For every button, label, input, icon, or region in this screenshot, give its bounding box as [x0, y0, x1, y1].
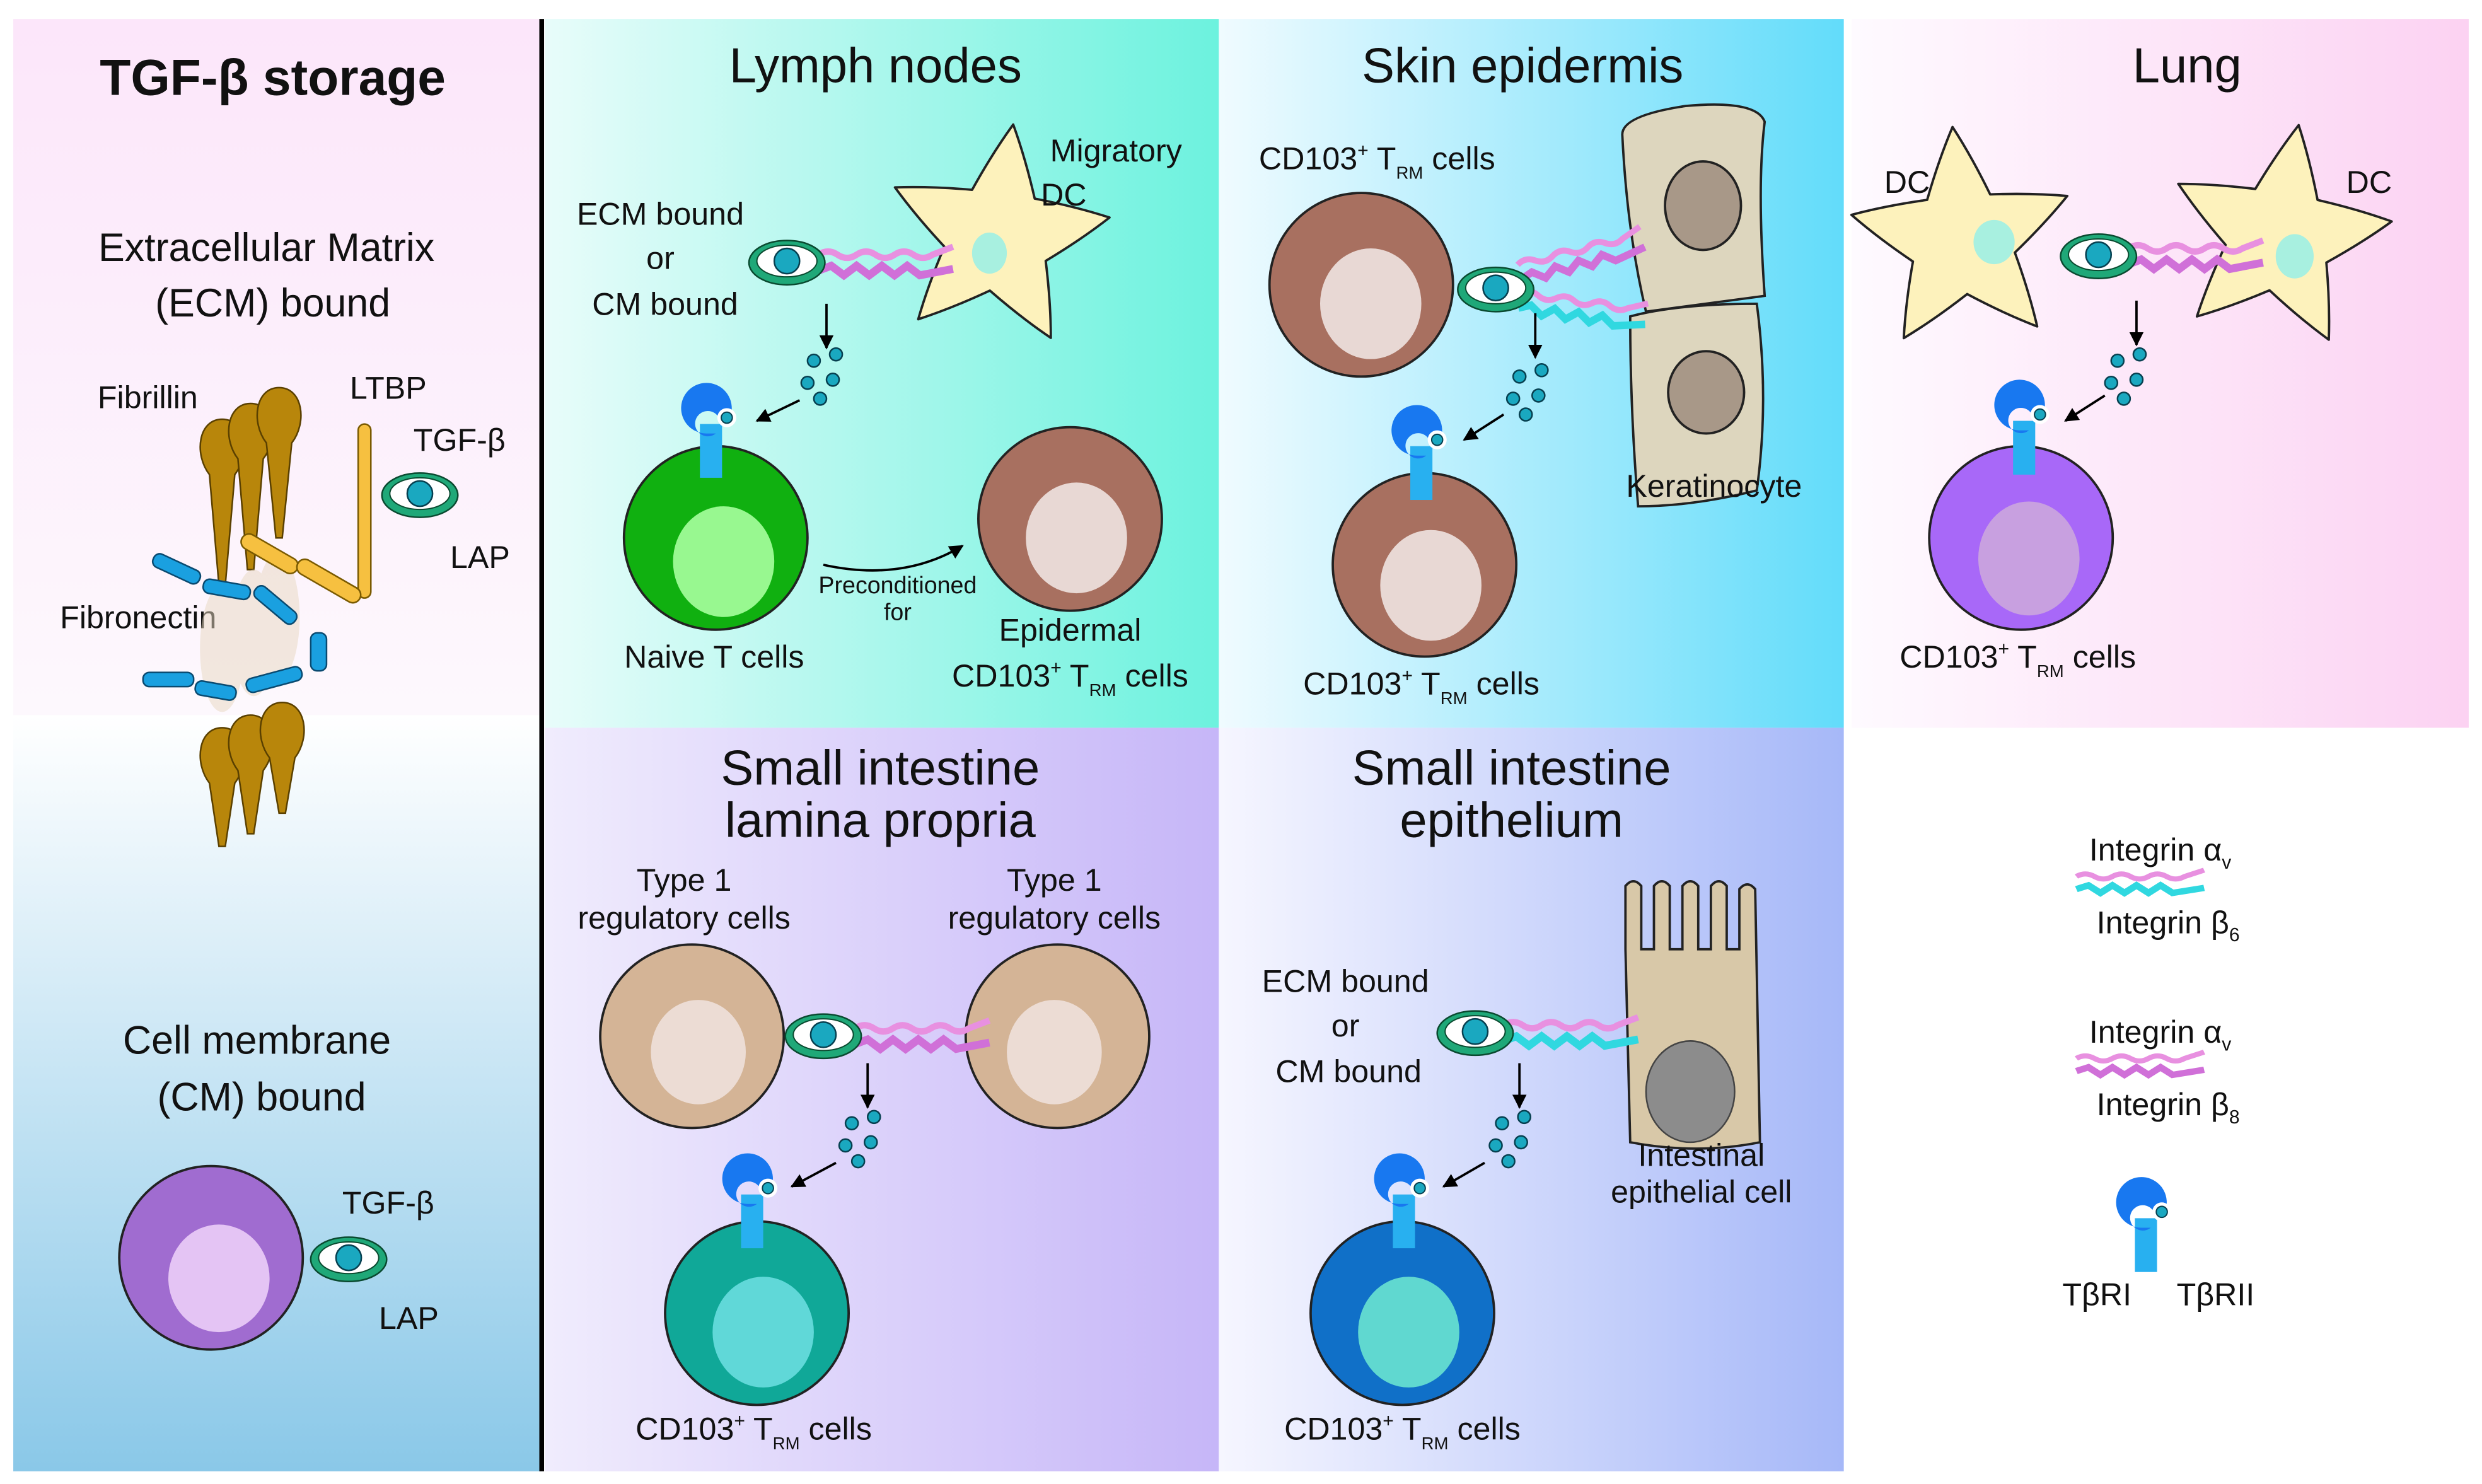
- integrin-b6-icon: [2077, 870, 2205, 893]
- label: ECM bound: [1262, 964, 1429, 999]
- panel-title: Lymph nodes: [729, 38, 1022, 93]
- cell-icon: [1331, 472, 1518, 658]
- nucleus: [1973, 219, 2015, 265]
- skin-epidermis-panel: Skin epidermis CD103+ TRM cells Keratino…: [1219, 19, 1844, 728]
- tgfb-receptor-icon: [2115, 1176, 2172, 1273]
- panel-title: epithelium: [1400, 794, 1623, 848]
- panel-title: Lung: [2133, 38, 2242, 93]
- lap-tgfb-complex-icon: [381, 472, 459, 518]
- label: CD103+ TRM cells: [1303, 666, 1540, 708]
- arrow: [755, 399, 801, 422]
- lap-tgfb-complex-icon: [1436, 1010, 1514, 1057]
- label: regulatory cells: [577, 900, 791, 936]
- fibronectin-label: Fibronectin: [60, 600, 216, 635]
- label: CD103+ TRM cells: [635, 1411, 872, 1453]
- legend-tbr1: TβRI: [2062, 1277, 2131, 1312]
- cm-tgfb-label: TGF-β: [342, 1185, 434, 1220]
- arrow: [1463, 413, 1505, 441]
- fibrillin-icon: [199, 386, 305, 847]
- label: Preconditioned: [818, 572, 977, 598]
- cell-icon: [1928, 444, 2114, 631]
- lymph-nodes-panel: Lymph nodes ECM bound or CM bound Migrat…: [545, 19, 1219, 728]
- si-lamina-propria-panel: Small intestine lamina propria Type 1 re…: [545, 728, 1219, 1471]
- label: ECM bound: [577, 196, 744, 231]
- ecm-heading-2: (ECM) bound: [155, 281, 390, 325]
- cell-icon: [664, 1220, 850, 1406]
- arrow: [2064, 394, 2106, 422]
- cell-icon: [599, 943, 786, 1130]
- label: Intestinal: [1638, 1138, 1765, 1173]
- ecm-heading-1: Extracellular Matrix: [98, 226, 434, 270]
- cm-heading-1: Cell membrane: [123, 1018, 391, 1062]
- label: Type 1: [1007, 862, 1102, 898]
- label: CD103+ TRM cells: [1259, 140, 1495, 182]
- cm-heading-2: (CM) bound: [157, 1075, 366, 1120]
- nucleus: [2275, 234, 2314, 279]
- legend-tbr2: TβRII: [2177, 1277, 2255, 1312]
- label: or: [646, 241, 675, 276]
- lap-tgfb-complex-icon: [1457, 266, 1535, 313]
- legend-integrin-b6: Integrin β6: [2097, 905, 2240, 946]
- lap-tgfb-complex-icon: [2060, 233, 2138, 279]
- label: Epidermal: [999, 612, 1141, 647]
- integrin-b8-icon: [2077, 1052, 2205, 1075]
- cm-lap-label: LAP: [379, 1301, 439, 1336]
- lung-panel: Lung DC DC CD103+ TRM cells: [1843, 19, 2469, 728]
- label: Migratory: [1050, 133, 1182, 168]
- ltbp-icon: [240, 423, 372, 604]
- ltbp-label: LTBP: [350, 370, 427, 405]
- legend: Integrin αv Integrin β6 Integrin αv Inte…: [2062, 832, 2254, 1312]
- label: epithelial cell: [1611, 1174, 1792, 1209]
- label: CD103+ TRM cells: [952, 658, 1188, 700]
- label: CM bound: [592, 286, 738, 322]
- arrow: [823, 545, 964, 572]
- legend-integrin-av: Integrin αv: [2089, 832, 2231, 873]
- lap-tgfb-complex-icon: [748, 240, 826, 286]
- label: regulatory cells: [948, 900, 1161, 936]
- panel-title: Skin epidermis: [1362, 38, 1683, 93]
- label: Keratinocyte: [1626, 468, 1802, 504]
- label: or: [1331, 1008, 1360, 1043]
- panel-title: lamina propria: [725, 794, 1036, 848]
- cell-icon: [977, 426, 1163, 612]
- arrow: [1442, 1161, 1485, 1188]
- fibrillin-label: Fibrillin: [98, 380, 198, 415]
- storage-title: TGF-β storage: [100, 50, 446, 107]
- label: for: [884, 599, 912, 625]
- arrow: [790, 1161, 837, 1188]
- label: CM bound: [1275, 1054, 1422, 1089]
- cell-icon: [964, 943, 1151, 1130]
- label: DC: [2346, 165, 2392, 200]
- label: DC: [1041, 177, 1087, 212]
- cell-icon: [118, 1164, 304, 1351]
- label: Type 1: [637, 862, 732, 898]
- panel-title: Small intestine: [721, 741, 1040, 796]
- lap-tgfb-complex-icon: [310, 1236, 388, 1283]
- fibronectin-icon: [142, 553, 328, 701]
- cell-icon: [1268, 192, 1454, 378]
- panel-title: Small intestine: [1352, 741, 1671, 796]
- storage-panel: TGF-β storage Extracellular Matrix (ECM)…: [13, 19, 545, 1471]
- label: Naive T cells: [624, 639, 804, 675]
- tgfb-label: TGF-β: [414, 422, 506, 458]
- nucleus: [971, 232, 1007, 274]
- lap-tgfb-complex-icon: [784, 1013, 862, 1060]
- label: CD103+ TRM cells: [1284, 1411, 1521, 1453]
- legend-integrin-b8: Integrin β8: [2097, 1087, 2240, 1128]
- legend-integrin-av: Integrin αv: [2089, 1014, 2231, 1055]
- cell-icon: [1309, 1220, 1495, 1406]
- keratinocyte-icon: [1621, 103, 1766, 507]
- label: CD103+ TRM cells: [1899, 639, 2136, 681]
- si-epithelium-panel: Small intestine epithelium ECM bound or …: [1219, 728, 1844, 1471]
- label: DC: [1884, 165, 1930, 200]
- lap-label: LAP: [450, 540, 510, 575]
- intestinal-epithelial-cell-icon: [1624, 879, 1761, 1150]
